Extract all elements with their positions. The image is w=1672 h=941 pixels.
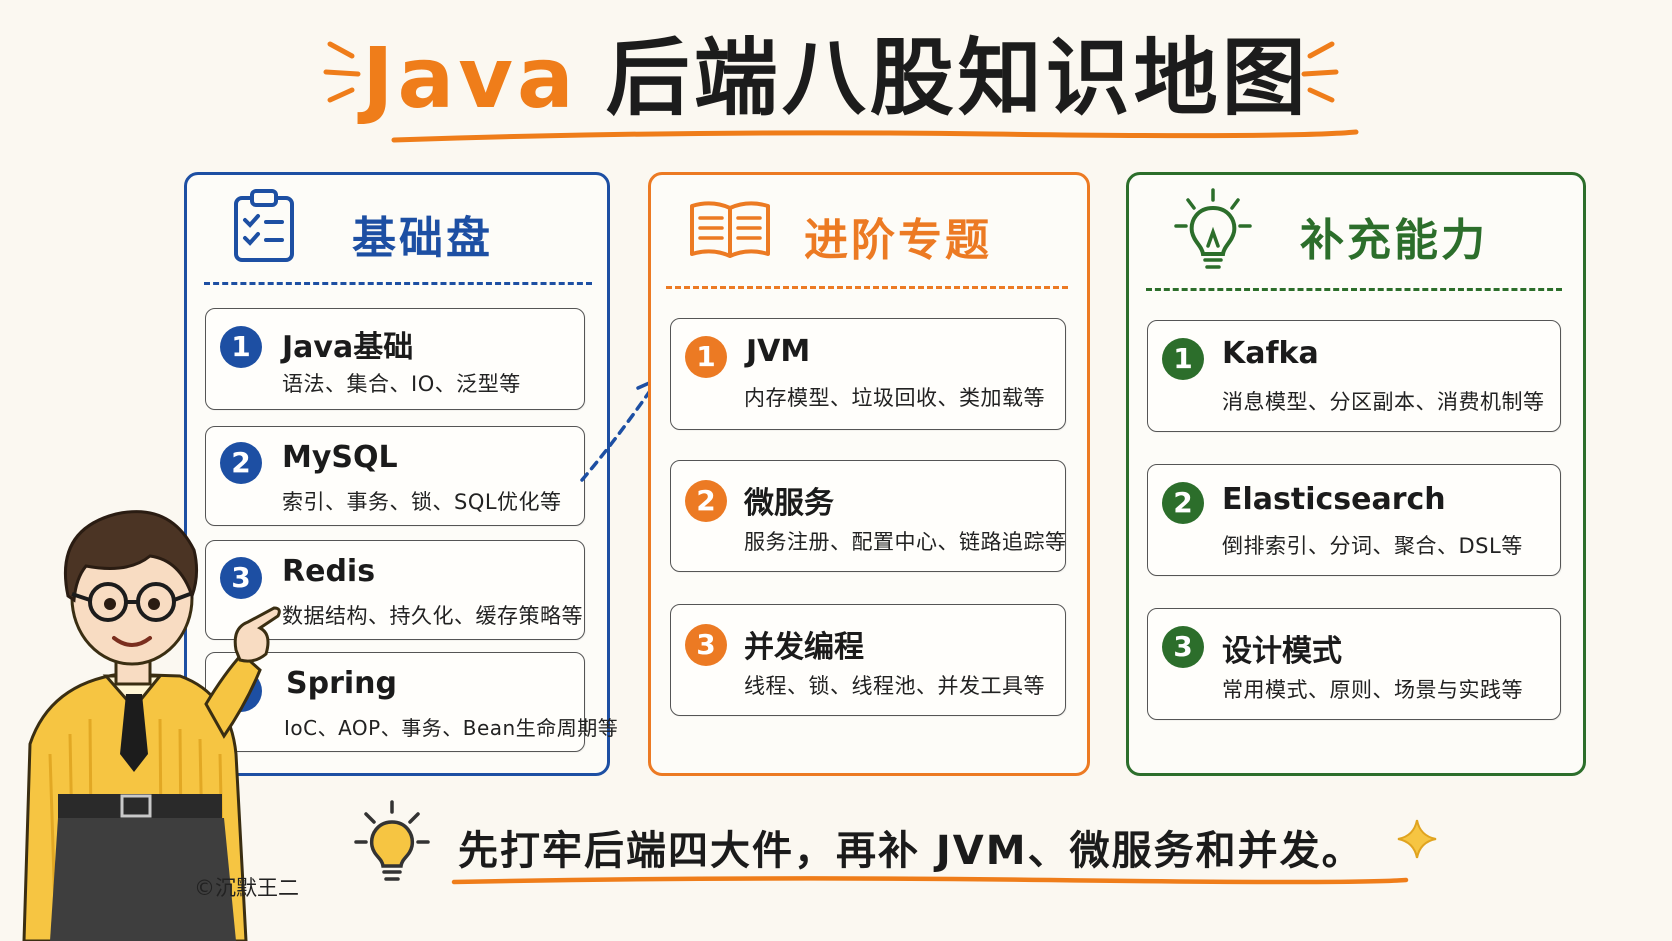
- title-underline: [391, 129, 1359, 143]
- card-title: 微服务: [744, 486, 834, 521]
- card-description: 数据结构、持久化、缓存策略等: [282, 604, 583, 628]
- card-number-badge: 2: [220, 442, 262, 484]
- card-title: Spring: [286, 666, 397, 701]
- title-java: Java: [362, 29, 578, 127]
- card-number-badge: 3: [1162, 626, 1204, 668]
- column-divider: [1146, 288, 1562, 291]
- card-title: Kafka: [1222, 336, 1319, 371]
- card-description: 常用模式、原则、场景与实践等: [1222, 678, 1523, 702]
- left-spark-icon: [323, 41, 361, 103]
- card-title: Elasticsearch: [1222, 482, 1446, 517]
- lightbulb-tip-icon: [354, 800, 430, 881]
- card-description: 线程、锁、线程池、并发工具等: [744, 674, 1045, 698]
- card-description: 索引、事务、锁、SQL优化等: [282, 490, 562, 514]
- page-title: Java 后端八股知识地图: [0, 28, 1672, 128]
- slogan-underline: [451, 876, 1409, 885]
- card-description: 倒排索引、分词、聚合、DSL等: [1222, 534, 1523, 558]
- card-title: Redis: [282, 554, 376, 589]
- card-kafka[interactable]: [1147, 320, 1561, 432]
- card-spring[interactable]: [205, 652, 585, 752]
- card-microservices[interactable]: [670, 460, 1066, 572]
- card-number-badge: 3: [685, 624, 727, 666]
- card-jvm[interactable]: [670, 318, 1066, 430]
- card-title: JVM: [746, 334, 811, 369]
- card-title: MySQL: [282, 440, 398, 475]
- column-divider: [204, 282, 592, 285]
- card-title: Java基础: [282, 330, 414, 365]
- open-book-icon: [690, 201, 770, 258]
- card-description: IoC、AOP、事务、Bean生命周期等: [284, 716, 619, 740]
- card-description: 内存模型、垃圾回收、类加载等: [744, 386, 1045, 410]
- author-credit: ©沉默王二: [194, 876, 299, 900]
- right-spark-icon: [1301, 41, 1339, 103]
- card-elasticsearch[interactable]: [1147, 464, 1561, 576]
- column-heading-foundation: 基础盘: [352, 213, 493, 264]
- card-number-badge: 2: [685, 480, 727, 522]
- column-divider: [666, 286, 1068, 289]
- card-number-badge: 2: [1162, 482, 1204, 524]
- cartoon-presenter-illustration: [22, 510, 281, 941]
- card-number-badge: 3: [220, 557, 262, 599]
- clipboard-checklist-icon: [234, 189, 294, 262]
- card-design-patterns[interactable]: [1147, 608, 1561, 720]
- card-title: 设计模式: [1222, 634, 1342, 669]
- title-rest: 后端八股知识地图: [605, 29, 1310, 127]
- card-mysql[interactable]: [205, 426, 585, 526]
- card-description: 服务注册、配置中心、链路追踪等: [744, 530, 1067, 554]
- card-number-badge: 1: [220, 326, 262, 368]
- card-number-badge: 1: [685, 336, 727, 378]
- card-number-badge: 1: [1162, 338, 1204, 380]
- card-description: 消息模型、分区副本、消费机制等: [1222, 390, 1545, 414]
- card-java-basics[interactable]: [205, 308, 585, 410]
- sparkle-icon: [1397, 819, 1437, 859]
- bottom-slogan: 先打牢后端四大件，再补 JVM、微服务和并发。: [458, 828, 1364, 874]
- card-title: 并发编程: [744, 630, 864, 665]
- card-description: 语法、集合、IO、泛型等: [282, 372, 521, 396]
- card-concurrency[interactable]: [670, 604, 1066, 716]
- lightbulb-icon: [1174, 188, 1252, 269]
- column-heading-advanced: 进阶专题: [804, 215, 992, 266]
- column-heading-supplementary: 补充能力: [1300, 215, 1488, 266]
